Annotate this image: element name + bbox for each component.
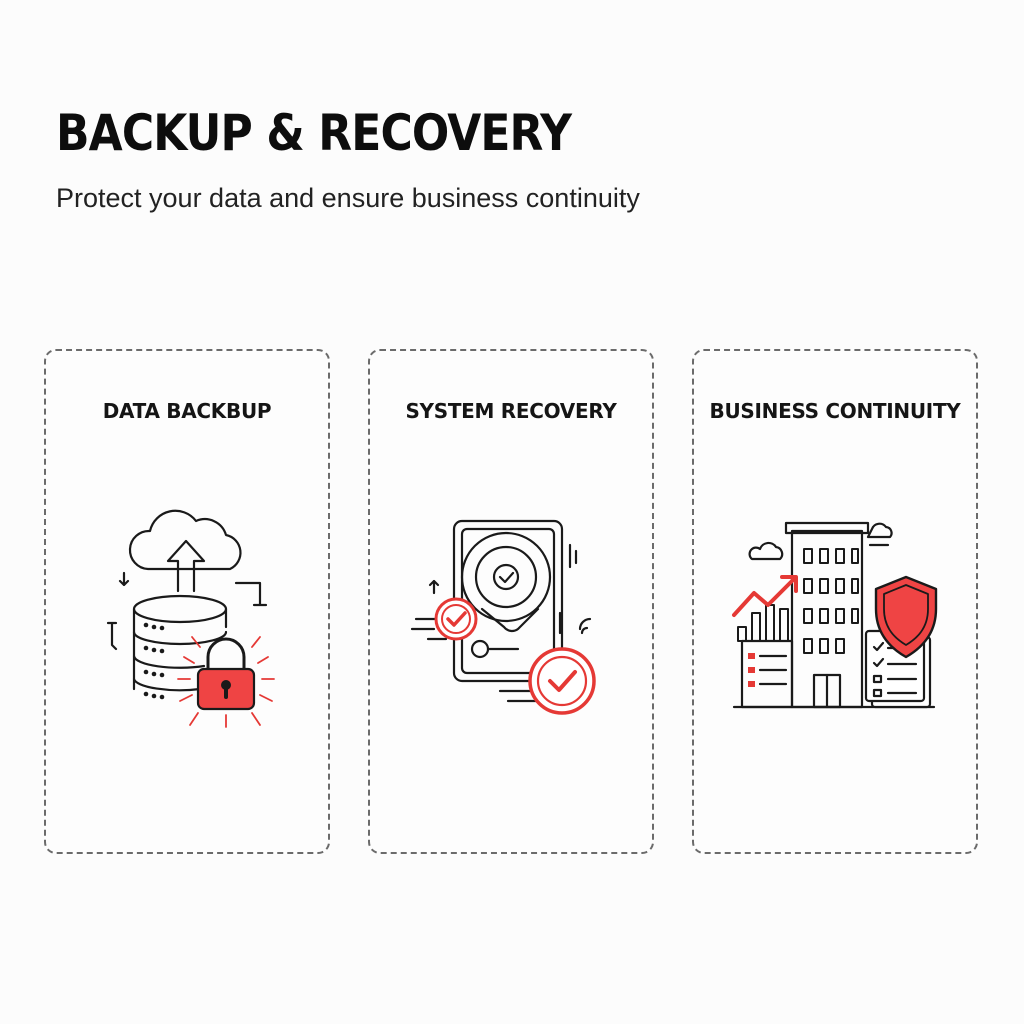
page-title: BACKUP & RECOVERY xyxy=(56,104,572,162)
card-data-backup[interactable]: DATA BACKBUP xyxy=(44,349,330,854)
card-business-continuity[interactable]: BUSINESS CONTINUITY xyxy=(692,349,978,854)
card-title: DATA BACKBUP xyxy=(102,399,272,423)
hard-drive-check-icon xyxy=(410,501,620,721)
card-title: SYSTEM RECOVERY xyxy=(405,399,617,423)
database-cloud-lock-icon xyxy=(86,501,296,728)
building-shield-icon xyxy=(732,501,944,721)
page-subtitle: Protect your data and ensure business co… xyxy=(56,183,640,213)
card-title: BUSINESS CONTINUITY xyxy=(709,399,961,423)
page-header: BACKUP & RECOVERY Protect your data and … xyxy=(56,108,641,214)
card-system-recovery[interactable]: SYSTEM RECOVERY xyxy=(368,349,654,854)
